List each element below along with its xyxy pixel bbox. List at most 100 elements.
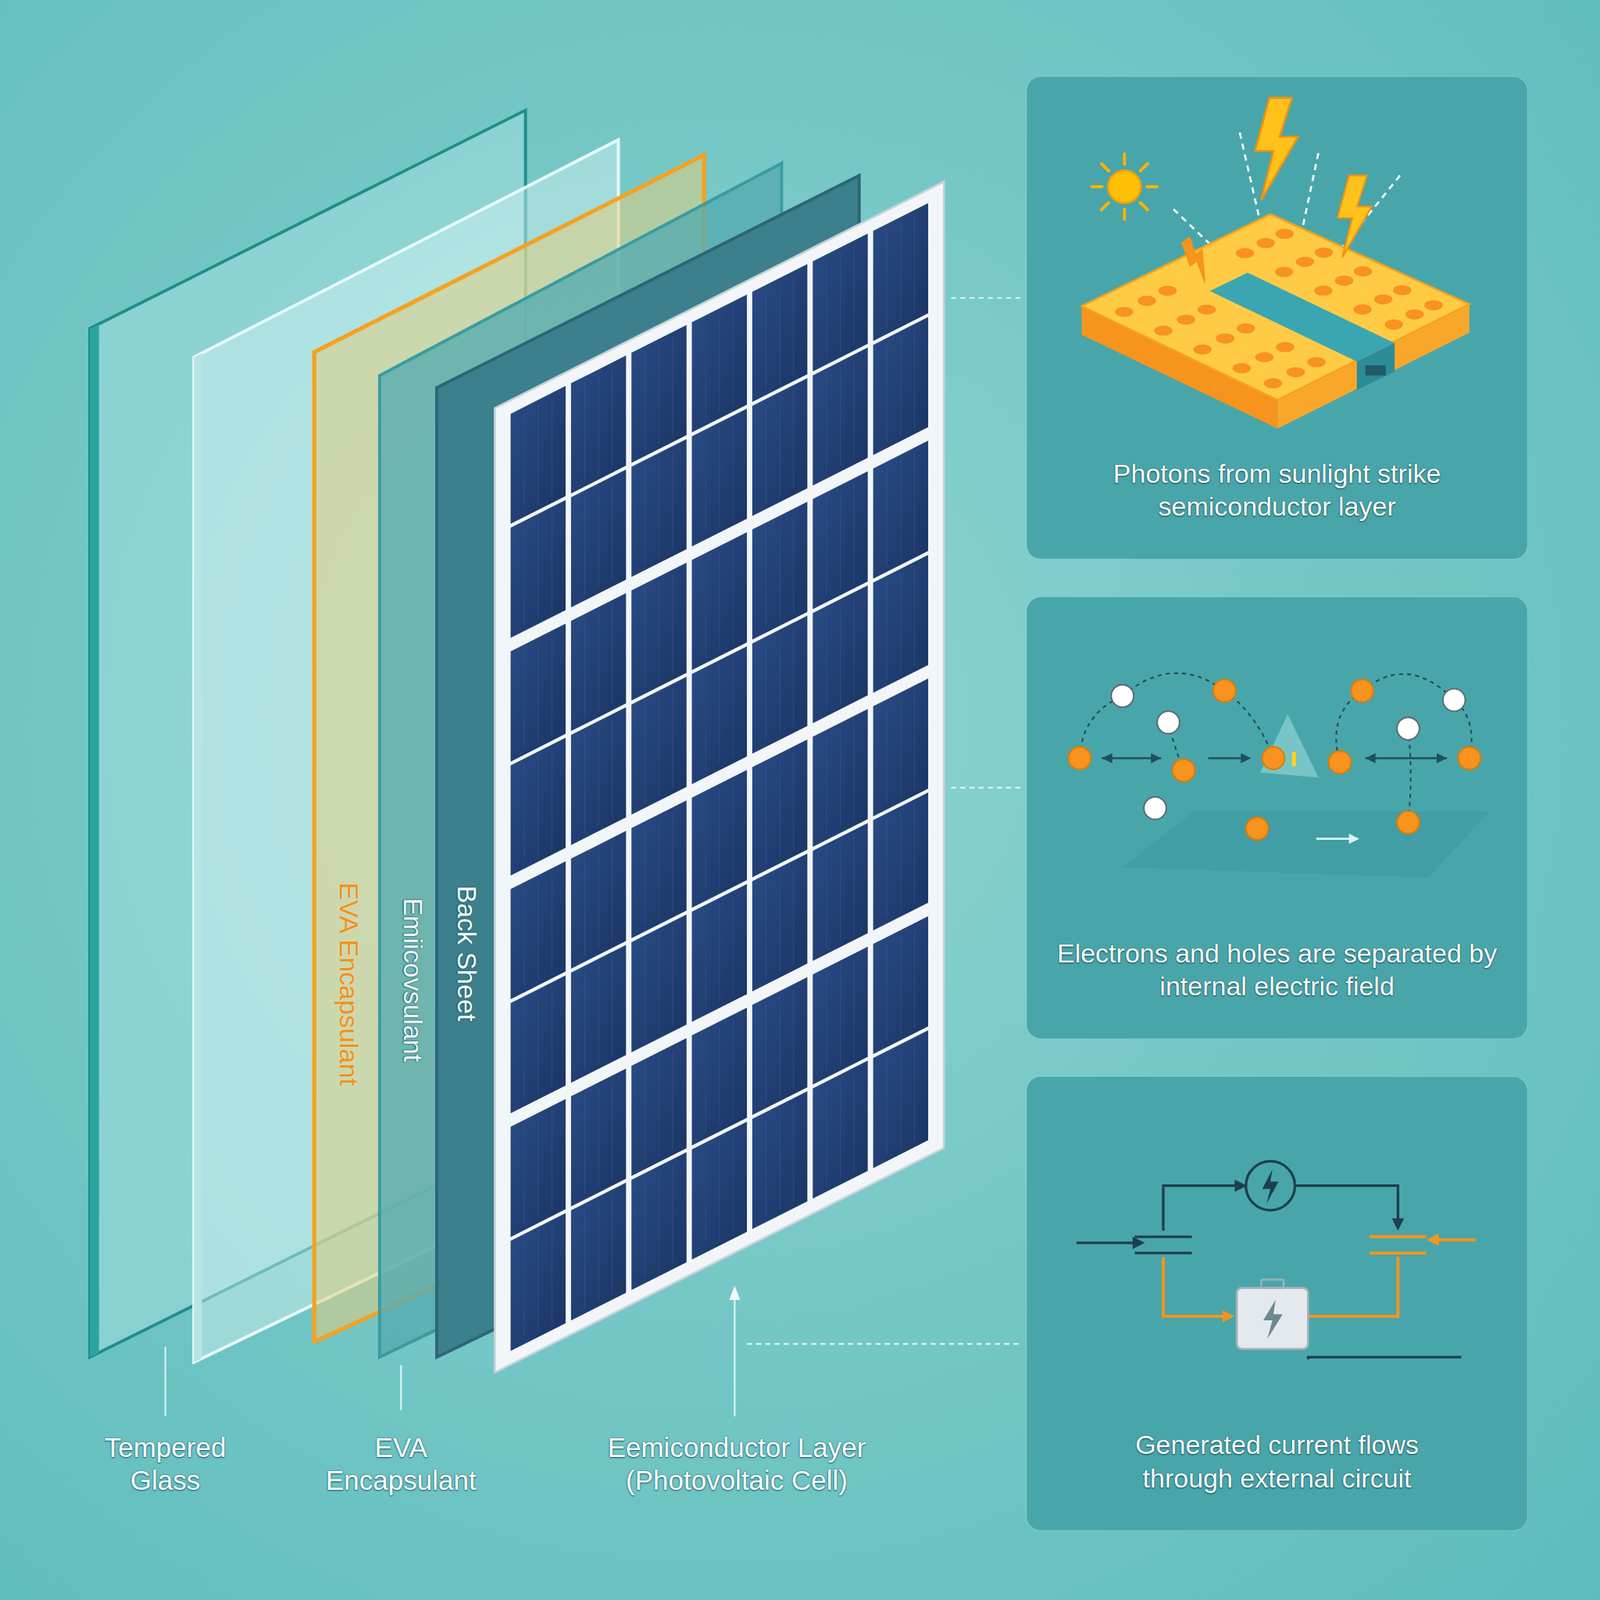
solar-cells (732, 1134, 734, 1233)
solar-cells (779, 873, 781, 972)
solar-cells (658, 458, 660, 558)
solar-cells (672, 337, 674, 436)
label-anchor: Eemiconductor Layer (Photovoltaic Cell) (580, 1431, 893, 1497)
solar-cells (644, 1178, 646, 1278)
solar-cells (732, 1020, 734, 1119)
circuit-wires-dark (1076, 1241, 1140, 1244)
solar-cells (812, 822, 868, 961)
step-panel: Photons from sunlight strike semiconduct… (1026, 76, 1528, 560)
label-anchor: EVA Encapsulant (307, 1431, 495, 1497)
semiconductor-dots (1236, 323, 1256, 334)
solar-cells (598, 850, 600, 950)
load-handle (1260, 1279, 1284, 1288)
part-label: EVA Encapsulant (307, 1431, 495, 1497)
panel-background (1026, 76, 1528, 560)
step-panel: Electrons and holes are separated by int… (1026, 596, 1528, 1040)
solar-cells (571, 592, 626, 732)
leader-lines (746, 1342, 1023, 1345)
solar-cells (853, 246, 855, 345)
junction-strip (1357, 342, 1395, 390)
electrons (1246, 817, 1269, 840)
solar-cells (584, 619, 586, 718)
circuit-wires-dark (1076, 1185, 1461, 1360)
lightning-bolt (1176, 97, 1372, 284)
circuit-wires-dark (1134, 1235, 1192, 1238)
solar-cells (732, 421, 734, 520)
part-label: Eemiconductor Layer (Photovoltaic Cell) (580, 1431, 893, 1497)
semiconductor-dots (1286, 367, 1306, 378)
solar-cells (510, 1099, 566, 1238)
sun-icon (1122, 209, 1126, 220)
electrons (1068, 679, 1482, 840)
solar-cells (584, 1209, 586, 1308)
solar-cells (584, 382, 586, 481)
solar-cells (598, 375, 600, 474)
solar-cells (900, 698, 901, 797)
sun-icon (1122, 153, 1126, 165)
solar-cells (873, 440, 929, 579)
solar-cells (812, 708, 868, 847)
solar-cells (551, 512, 553, 611)
solar-cells (524, 764, 525, 863)
solar-cells (718, 1141, 720, 1240)
solar-cells (886, 1057, 888, 1156)
solar-cells (571, 707, 626, 845)
solar-cells (914, 215, 915, 315)
solar-cells (752, 615, 808, 754)
solar-cells (752, 501, 808, 640)
semiconductor-dots (1392, 285, 1412, 296)
solar-cells (718, 903, 720, 1003)
semiconductor-dots (1235, 247, 1255, 258)
circuit-arrowheads (1132, 1236, 1146, 1250)
semiconductor-dots (1197, 304, 1217, 315)
solar-cells (631, 1038, 687, 1177)
solar-cells (779, 635, 781, 734)
solar-cells (914, 329, 915, 429)
junction-strip (1210, 272, 1395, 362)
carrier-paths (1407, 728, 1411, 823)
leader-lines (165, 297, 1023, 1417)
solar-cells (779, 1110, 781, 1210)
semiconductor-dots (1114, 307, 1134, 318)
semiconductor-dots (1275, 228, 1295, 240)
solar-cells (752, 977, 808, 1116)
holes (1442, 689, 1466, 712)
carrier-arrows (1240, 753, 1251, 764)
load-bolt (1263, 1300, 1283, 1340)
solar-cells (524, 650, 525, 749)
solar-cells (611, 1081, 613, 1180)
solar-cells (705, 558, 707, 658)
solar-cells (524, 412, 525, 511)
solar-cells (853, 835, 855, 935)
solar-cells (692, 408, 748, 547)
step-panel: Generated current flows through external… (1026, 1076, 1528, 1531)
circuit-wires-dark (1296, 1185, 1399, 1223)
solar-cells (705, 435, 707, 534)
solar-cells (873, 554, 929, 693)
solar-cells (551, 988, 553, 1087)
solar-cells (839, 1080, 841, 1179)
solar-cells (839, 367, 841, 466)
holes (1110, 684, 1465, 819)
sun-icon (1146, 185, 1158, 189)
solar-cells (825, 260, 827, 359)
solar-cells (779, 759, 781, 858)
carrier-arrows (1436, 753, 1447, 764)
solar-cells (752, 264, 808, 403)
solar-cells (631, 676, 687, 815)
solar-cells (873, 1030, 929, 1169)
solar-cells (825, 735, 827, 835)
solar-cells (900, 935, 901, 1035)
step-caption: Generated current flows through external… (1093, 1428, 1461, 1495)
solar-cells (598, 726, 600, 825)
solar-cells (598, 489, 600, 588)
semiconductor-dots (1307, 357, 1326, 368)
circuit-wires-orange (1369, 1251, 1427, 1255)
sun-icon (1107, 170, 1141, 204)
solar-cells (611, 367, 613, 467)
carrier-paths (1079, 673, 1472, 823)
solar-cells (886, 467, 888, 566)
junction-spark (1292, 752, 1297, 767)
